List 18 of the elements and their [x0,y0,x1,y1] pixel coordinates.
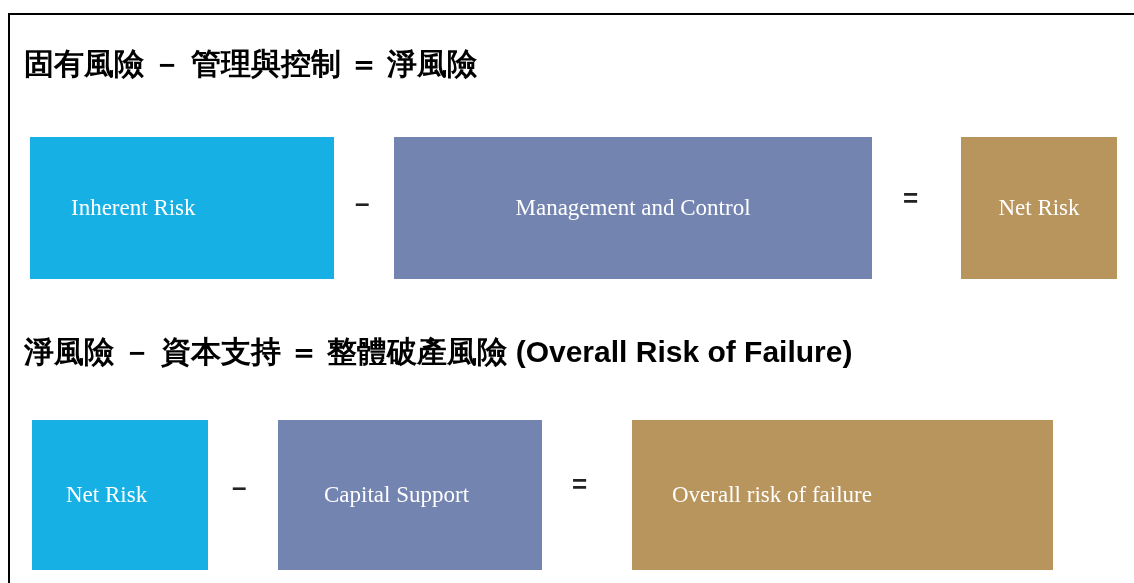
term-label: Capital Support [324,482,470,508]
term-label: Inherent Risk [71,195,196,221]
term-label: Overall risk of failure [672,482,872,508]
term-box [394,137,872,279]
term-box [30,137,334,279]
operator-sign: – [232,472,247,503]
term-box [632,420,1053,570]
term-label: Management and Control [515,195,751,221]
term-box [32,420,208,570]
operator-sign: – [355,188,370,219]
heading: 固有風險 － 管理與控制 ＝ 淨風險 [24,46,478,82]
operator-sign: = [903,183,919,214]
operator-sign: = [572,469,588,500]
heading: 淨風險 － 資本支持 ＝ 整體破產風險 (Overall Risk of Failure) [24,334,853,370]
term-box [961,137,1117,279]
term-label: Net Risk [998,195,1080,221]
term-label: Net Risk [66,482,148,508]
term-box [278,420,542,570]
